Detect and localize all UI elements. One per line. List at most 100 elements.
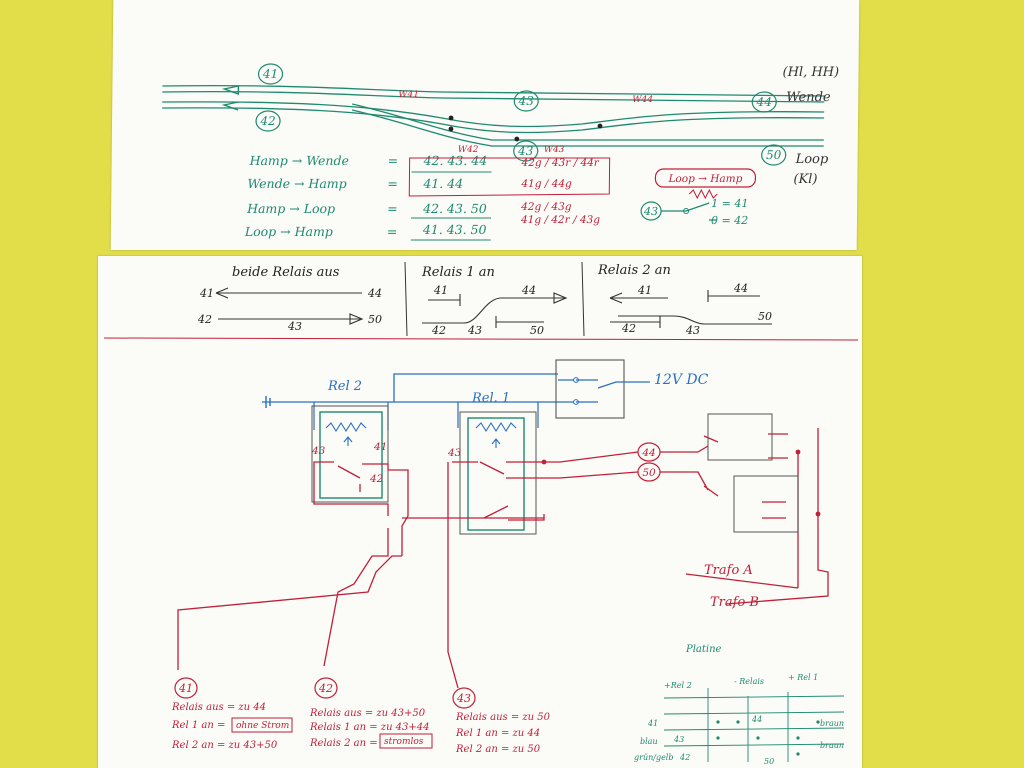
switch-43-label: 43 [643, 205, 658, 218]
relay-1-outline [467, 417, 525, 531]
power-terminal-icon [265, 396, 271, 408]
route-1-eq: = [388, 153, 399, 168]
panel-3-arrows [609, 290, 772, 328]
track-label-42: 42 [259, 114, 275, 128]
note-41-box-text: ohne Strom [236, 721, 289, 731]
note-42-line-3: Relais 2 an = [309, 738, 378, 749]
loop-hamp-box [654, 168, 757, 188]
junction-dot-a [795, 449, 801, 455]
route-2-name: Wende → Hamp [247, 176, 346, 191]
relay-1-coil-icon [475, 421, 517, 448]
panel-1-50: 50 [368, 313, 382, 326]
panel-1-43: 43 [287, 320, 302, 333]
platine-dot [796, 736, 800, 740]
platine-right-b: braun [820, 741, 844, 750]
trafo-a-label: Trafo A [704, 563, 753, 578]
panel-2-title: Relais 1 an [421, 265, 495, 280]
platine-dot [816, 720, 820, 724]
rel2-terminal-41: 41 [373, 441, 387, 453]
panel-3-title: Relais 2 an [597, 263, 671, 278]
platine-row-50: 50 [764, 757, 774, 766]
platine-right-a: braun [820, 719, 844, 728]
panel-2-arrows [422, 292, 568, 328]
route-3-switches: 42g / 43g [520, 201, 572, 213]
switch-label-w44: W44 [632, 95, 653, 105]
turnout-switch-a-box [707, 413, 773, 461]
route-4-name: Loop → Hamp [244, 224, 333, 239]
panel-1-42: 42 [197, 313, 212, 326]
platine-dot [736, 720, 740, 724]
track-plan-sheet: 41 42 43 44 43 50 W41 W44 W42 W43 (Hl, H… [110, 0, 860, 250]
track-label-44: 44 [756, 95, 772, 109]
note-43-line-3: Rel 2 an = zu 50 [455, 744, 541, 755]
panel-2-44: 44 [521, 284, 536, 297]
platine-row-42: 42 [679, 753, 690, 762]
track-node-50 [761, 144, 787, 166]
panel-3-44: 44 [733, 282, 748, 295]
junction-dot-c [541, 459, 547, 465]
note-wende: Wende [786, 90, 831, 105]
circuit-drawing: beide Relais aus 41 44 42 43 50 Relais 1… [103, 261, 859, 766]
node-41-label: 41 [178, 682, 193, 695]
coil-power-wire [262, 373, 574, 403]
note-loop: Loop [795, 152, 829, 167]
node-50-label: 50 [642, 467, 656, 479]
panel-1-41: 41 [199, 287, 214, 300]
node-43-wire [447, 651, 459, 689]
rel1-label: Rel. 1 [471, 391, 510, 406]
switch-pivot [683, 208, 690, 214]
rel2-terminal-43: 43 [311, 445, 326, 457]
track-label-43-top: 43 [518, 94, 535, 108]
platine-col-rel1: + Rel 1 [788, 673, 818, 682]
platine-col-relais: - Relais [734, 677, 764, 686]
dc-contact-b [573, 399, 579, 405]
dc-contact-a [573, 377, 579, 383]
dc-switch-contacts [576, 379, 650, 403]
node-43-circle [452, 687, 476, 709]
route-4-eq: = [387, 224, 398, 239]
dc-label: 12V DC [654, 372, 709, 388]
loop-hamp-box-label: Loop → Hamp [667, 173, 742, 185]
panel-2-41: 41 [433, 284, 448, 297]
note-41-box [231, 717, 293, 733]
switch-label-w42: W42 [458, 145, 479, 155]
platine-col-rel2: +Rel 2 [664, 681, 692, 690]
node-42-label: 42 [318, 682, 333, 695]
switch-option-1: 1 = 41 [711, 197, 748, 210]
route-table-box [408, 157, 611, 197]
switch-point-w41 [448, 115, 454, 121]
dc-switch-box [555, 359, 625, 419]
track-node-42 [255, 110, 281, 132]
track-node-43-top [513, 90, 539, 112]
relay-2-box [311, 405, 389, 503]
node-43-label: 43 [456, 692, 471, 705]
platine-dot [756, 736, 760, 740]
switch-lever-icon [661, 202, 717, 221]
resistor-icon [688, 188, 718, 200]
note-42-box-text: stromlos [384, 737, 424, 747]
route-2-switches: 41g / 44g [520, 178, 572, 190]
rel2-terminal-42: 42 [369, 473, 384, 485]
switch-point-w42 [448, 126, 454, 132]
note-hl-hh: (Hl, HH) [782, 65, 839, 80]
arrow-heads [221, 85, 240, 111]
rel1-terminal-43: 43 [447, 447, 462, 459]
switch-label-w41: W41 [398, 90, 419, 100]
track-node-43-bottom [513, 140, 539, 162]
platine-grid [663, 688, 845, 762]
route-table: Hamp → Wende = 42. 43. 44 42g / 43r / 44… [244, 153, 601, 239]
platine-dot [796, 752, 800, 756]
track-node-44 [751, 91, 777, 113]
route-3-name: Hamp → Loop [246, 201, 335, 216]
circuit-sheet: beide Relais aus 41 44 42 43 50 Relais 1… [98, 256, 862, 768]
route-1-name: Hamp → Wende [249, 153, 349, 168]
panel-3-50: 50 [758, 310, 772, 323]
relay-panel-divider [103, 337, 859, 341]
note-41-line-2: Rel 1 an = [171, 720, 225, 731]
route-1-tracks: 42. 43. 44 [423, 153, 488, 168]
relay-2-outline [319, 411, 383, 499]
node-42-circle [314, 677, 338, 699]
platine-dot [716, 720, 720, 724]
track-node-41 [257, 63, 284, 85]
note-41-line-3: Rel 2 an = zu 43+50 [171, 740, 278, 751]
